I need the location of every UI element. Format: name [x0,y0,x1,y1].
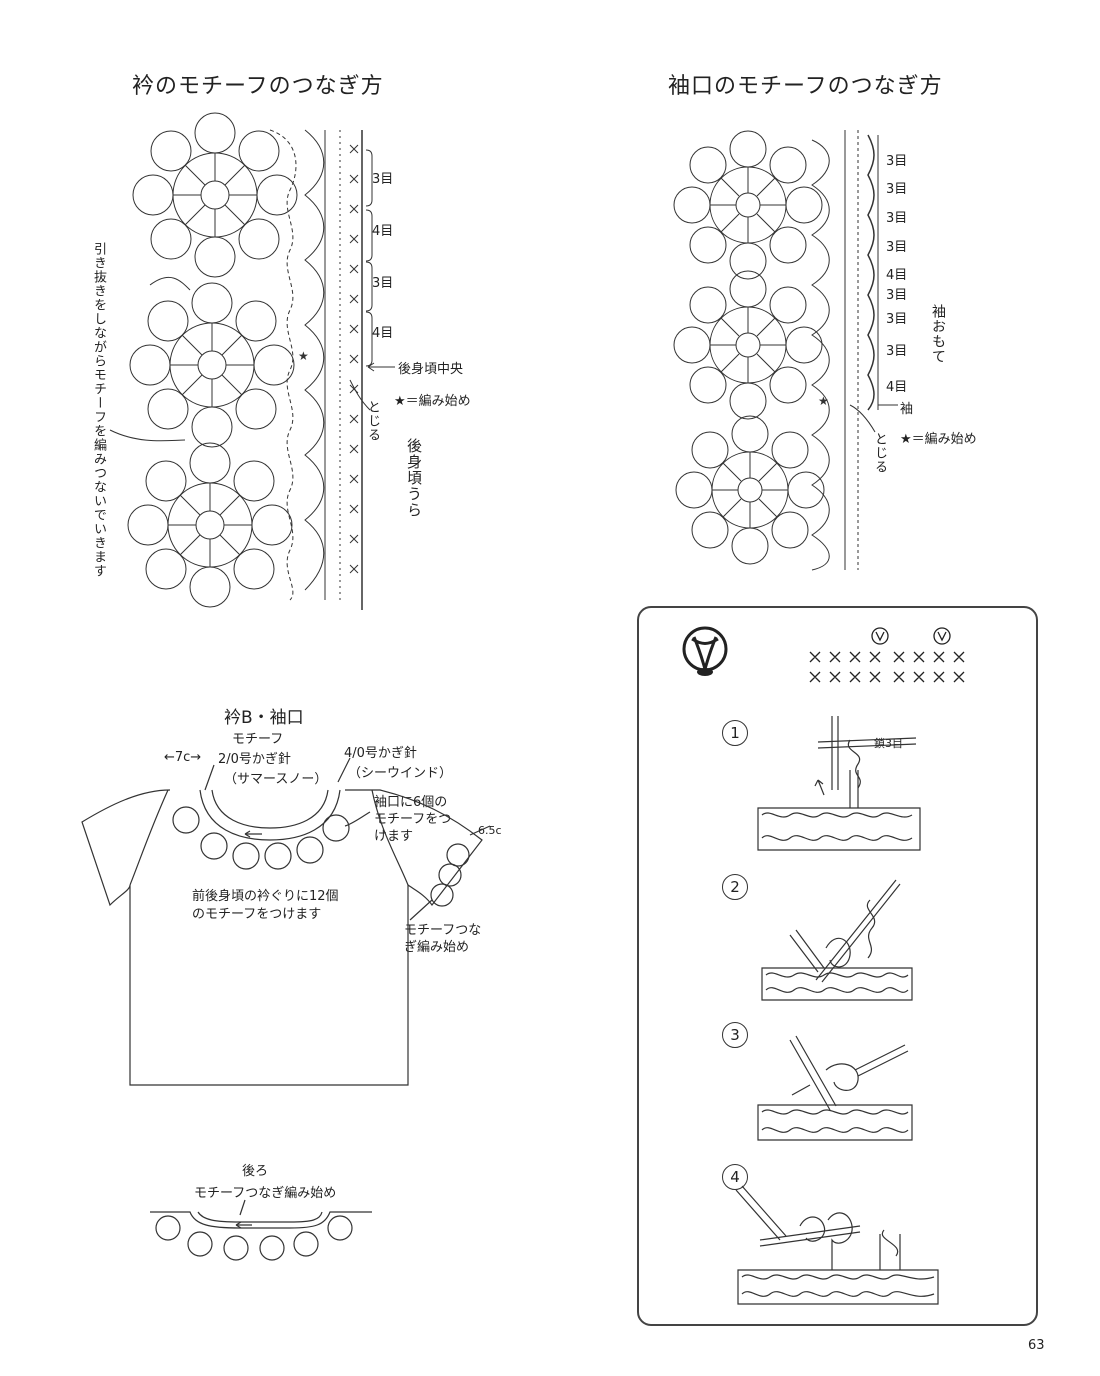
garment-hook-large: 4/0号かぎ針 [344,746,417,761]
cuff-row-label-5: 4目 [886,268,908,283]
cuff-sleeve-label: 袖 [900,402,914,417]
cuff-motif-2 [673,270,823,420]
cuff-row-label-3: 3目 [886,211,908,226]
back-section-title: 後ろ [242,1164,269,1179]
neckline-motifs [172,806,350,870]
garment-yarn-large: （シーウインド） [348,766,453,781]
step-number-1: 1 [722,720,748,746]
step-number-3: 3 [722,1022,748,1048]
cuff-motif-1 [673,130,823,280]
back-neck-motifs [155,1215,353,1261]
step-number-2: 2 [722,874,748,900]
stitch-symbol-chart [809,627,965,683]
garment-yarn-small: （サマースノー） [224,772,328,787]
collar-start-star: ★ [298,349,309,363]
cuff-row-label-4: 3目 [886,240,908,255]
step-2-illustration [761,879,913,1001]
technique-symbol-icon [682,626,728,676]
garment-cuff-note: 袖口に6個のモチーフをつけます [374,795,452,844]
cuff-section-title: 袖口のモチーフのつなぎ方 [668,74,943,99]
cuff-row-label-8: 3目 [886,344,908,359]
collar-center-back-label: 後身頃中央 [398,362,464,377]
cuff-row-label-6: 3目 [886,288,908,303]
step-number-4: 4 [722,1164,748,1190]
cuff-row-label-2: 3目 [886,182,908,197]
step-3-illustration [757,1035,913,1141]
cuff-closure-label: とじる [872,432,887,474]
sleeve-motifs [430,843,470,907]
collar-row-label-1: 3目 [372,172,394,187]
collar-closure-label: とじる [365,400,380,442]
garment-motif-label: モチーフ [232,732,284,747]
step-1-illustration [757,716,921,851]
cuff-row-label-9: 4目 [886,380,908,395]
collar-section-title: 衿のモチーフのつなぎ方 [132,74,384,99]
step-1-chain-label: 鎖3目 [874,737,903,750]
technique-panel [637,606,1038,1326]
garment-body-note: 前後身頃の衿ぐりに12個のモチーフをつけます [192,889,339,922]
collar-motif-1 [132,112,298,278]
garment-hook-small: 2/0号かぎ針 [218,752,291,767]
garment-cuff-size: 6.5c [478,824,502,837]
cuff-row-label-1: 3目 [886,154,908,169]
collar-row-label-2: 4目 [372,224,394,239]
cuff-row-label-7: 3目 [886,312,908,327]
collar-motif-3 [127,442,293,608]
collar-start-note: ★＝編み始め [394,394,471,409]
garment-section-title: 衿B・袖口 [224,708,304,728]
cuff-start-star: ★ [818,394,829,408]
cuff-sleeve-front-label: 袖おもて [930,304,946,364]
back-section-note: モチーフつなぎ編み始め [194,1186,337,1201]
collar-motif-2 [129,282,295,448]
collar-row-label-4: 4目 [372,326,394,341]
page-number: 63 [1028,1338,1045,1353]
step-4-illustration [735,1185,939,1305]
cuff-motif-3 [675,415,825,565]
cuff-start-note: ★＝編み始め [900,432,977,447]
garment-width-label: ←7c→ [164,750,202,765]
collar-back-inside-label: 後身頃うら [405,438,423,518]
collar-row-label-3: 3目 [372,276,394,291]
garment-join-start-note: モチーフつなぎ編み始め [404,923,482,955]
